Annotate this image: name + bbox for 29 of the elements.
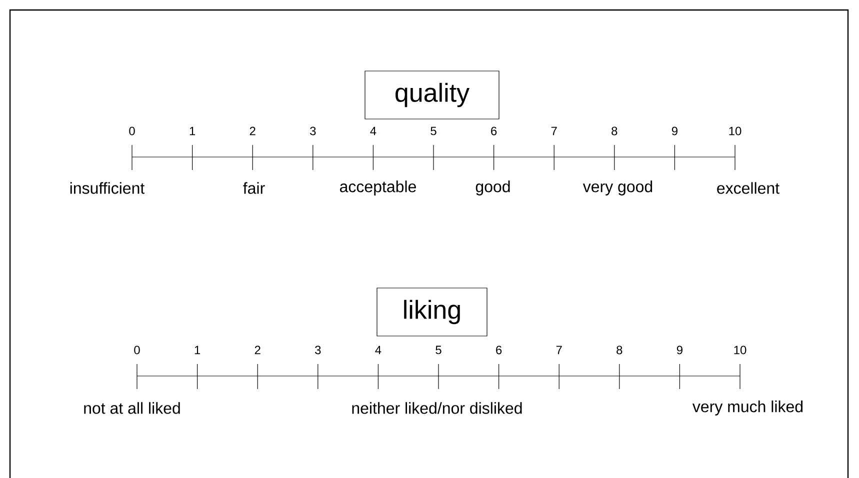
tick-number: 2 bbox=[254, 346, 260, 354]
tick-number: 7 bbox=[556, 346, 562, 354]
tick-number: 9 bbox=[672, 126, 678, 136]
title-box: quality bbox=[364, 70, 500, 120]
tick-number: 1 bbox=[190, 126, 196, 136]
title-box: liking bbox=[376, 288, 488, 336]
anchor-label: acceptable bbox=[340, 180, 416, 196]
tick-number: 3 bbox=[315, 346, 321, 354]
tick-number: 4 bbox=[375, 346, 382, 354]
anchor-label: fair bbox=[243, 182, 265, 194]
tick-number: 10 bbox=[729, 126, 742, 136]
tick-number: 1 bbox=[194, 346, 200, 354]
tick-number: 6 bbox=[496, 346, 502, 354]
tick-number: 8 bbox=[616, 346, 622, 354]
tick-number: 10 bbox=[734, 346, 746, 354]
tick-number: 7 bbox=[551, 126, 557, 136]
anchor-label: good bbox=[476, 180, 510, 196]
anchor-label: very good bbox=[582, 180, 652, 196]
anchor-label: excellent bbox=[717, 182, 780, 194]
tick-number: 8 bbox=[612, 126, 618, 136]
anchor-label: insufficient bbox=[70, 182, 145, 194]
tick-number: 9 bbox=[676, 346, 682, 354]
anchor-label: neither liked/nor disliked bbox=[352, 402, 522, 414]
tick-number: 0 bbox=[129, 126, 135, 136]
anchor-label: very much liked bbox=[692, 400, 803, 416]
anchor-label: not at all liked bbox=[84, 402, 180, 414]
tick-number: 3 bbox=[310, 126, 316, 136]
tick-number: 0 bbox=[134, 346, 140, 354]
tick-number: 2 bbox=[250, 126, 256, 136]
